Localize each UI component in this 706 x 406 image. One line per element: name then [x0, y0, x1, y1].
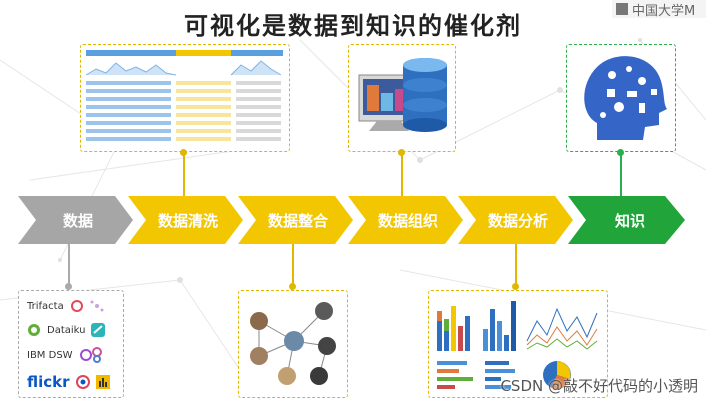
- step-analysis-label: 数据分析: [468, 196, 568, 244]
- social-graph-icon: [239, 291, 346, 396]
- trifacta-icon: [70, 299, 84, 313]
- table-screenshot-icon: [81, 45, 288, 150]
- mooc-logo-icon: [616, 3, 628, 15]
- step-data-label: 数据: [28, 196, 128, 244]
- step-organization-label: 数据组织: [358, 196, 458, 244]
- connector-dot: [512, 283, 519, 290]
- connector-dot: [617, 149, 624, 156]
- connector-dot: [65, 283, 72, 290]
- tool-name: IBM DSW: [27, 350, 73, 361]
- tool-name: flickr: [27, 373, 70, 391]
- data-tools-thumbnail: Trifacta Dataiku IBM DSW flickr: [18, 290, 124, 398]
- ibm-dsw-icon: [79, 347, 105, 363]
- connector-data: [68, 244, 70, 288]
- tool-trifacta: Trifacta: [27, 299, 104, 313]
- database-monitor-icon: [349, 45, 454, 150]
- flickr-icon: [76, 375, 90, 389]
- connector-integration: [292, 244, 294, 288]
- dataiku-icon: [91, 323, 105, 337]
- tool-name: Dataiku: [47, 325, 85, 336]
- watermark-top: 中国大学M: [612, 0, 706, 18]
- connector-dot: [289, 283, 296, 290]
- step-cleaning-label: 数据清洗: [138, 196, 238, 244]
- step-knowledge-label: 知识: [580, 196, 680, 244]
- data-organization-thumbnail: [348, 44, 456, 152]
- step-integration-label: 数据整合: [248, 196, 348, 244]
- connector-organization: [401, 152, 403, 196]
- page-title: 可视化是数据到知识的催化剂: [0, 6, 706, 41]
- tool-dataiku: Dataiku: [27, 323, 105, 337]
- tool-flickr: flickr: [27, 373, 110, 391]
- process-flow: 数据 数据清洗 数据整合 数据组织 数据分析 知识: [18, 196, 688, 244]
- data-cleaning-thumbnail: [80, 44, 290, 152]
- tool-name: Trifacta: [27, 301, 64, 312]
- tool-ibm-dsw: IBM DSW: [27, 347, 105, 363]
- connector-dot: [398, 149, 405, 156]
- watermark-top-text: 中国大学M: [632, 0, 695, 19]
- connector-cleaning: [183, 152, 185, 196]
- connector-knowledge: [620, 152, 622, 196]
- connector-analysis: [515, 244, 517, 288]
- data-integration-thumbnail: [238, 290, 348, 398]
- sparkle-icon: [90, 299, 104, 313]
- csdn-watermark: CSDN @敲不好代码的小透明: [500, 375, 698, 396]
- qlik-icon: [27, 323, 41, 337]
- bar-chart-icon: [96, 375, 110, 389]
- connector-dot: [180, 149, 187, 156]
- knowledge-thumbnail: [566, 44, 676, 152]
- brain-head-icon: [567, 45, 674, 150]
